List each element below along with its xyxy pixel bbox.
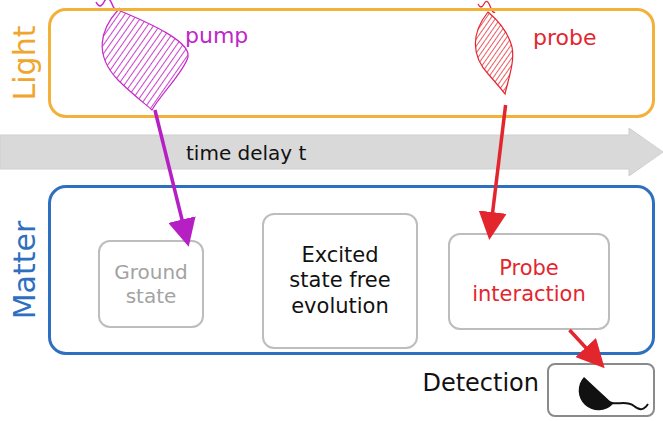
excitation-arrow bbox=[490, 105, 505, 233]
state-box: Excited state free evolution bbox=[262, 213, 418, 349]
pump-pulse bbox=[96, 0, 188, 110]
node-label: Excited state free evolution bbox=[272, 243, 408, 319]
node-label: time delay t bbox=[186, 141, 306, 165]
node-label: probe bbox=[533, 25, 597, 51]
light-region: Lightpumpprobe bbox=[48, 8, 655, 118]
detector-icon bbox=[579, 377, 648, 410]
time-delay-arrow: time delay t bbox=[0, 128, 663, 176]
pump-pulse-label: pump bbox=[85, 11, 270, 110]
node-label: pump bbox=[185, 23, 248, 49]
state-box: Probe interaction bbox=[448, 233, 610, 330]
excitation-arrow bbox=[155, 110, 187, 240]
state-box: Ground state bbox=[98, 240, 204, 328]
detector-box: Detection bbox=[547, 363, 655, 417]
node-label: Probe interaction bbox=[458, 256, 600, 306]
time-arrow-shape bbox=[0, 128, 663, 176]
probe-pulse-label: probe bbox=[465, 11, 605, 105]
node-label: Light bbox=[7, 26, 43, 101]
probe-pulse bbox=[475, 1, 512, 94]
node-label: Ground state bbox=[108, 260, 194, 308]
excitation-arrow bbox=[570, 330, 600, 363]
node-label: Matter bbox=[7, 221, 43, 320]
matter-region: MatterGround stateExcited state free evo… bbox=[48, 185, 655, 355]
node-label: Detection bbox=[422, 369, 539, 398]
